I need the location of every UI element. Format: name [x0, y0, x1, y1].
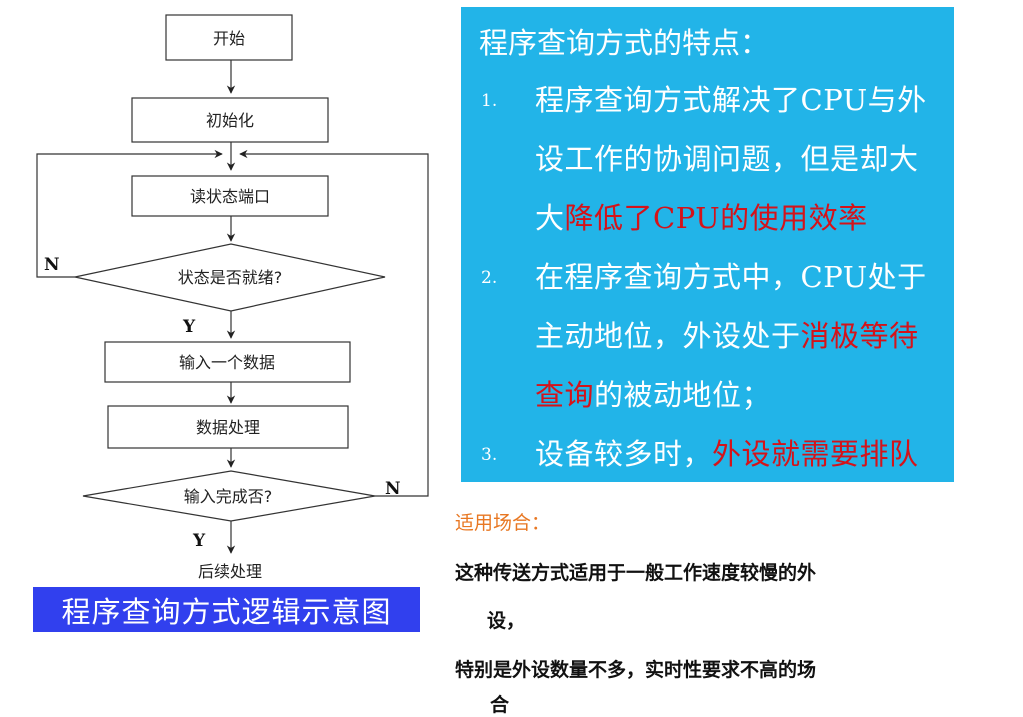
input-data-box	[104, 341, 351, 383]
highlight-text: 外设就需要排队	[712, 437, 919, 471]
init-box	[131, 97, 329, 143]
input-data-label: 输入一个数据	[179, 353, 275, 372]
item-line: 查询的被动地位；	[535, 366, 954, 425]
item-line: 主动地位，外设处于消极等待	[535, 307, 954, 366]
item-number: 1.	[481, 91, 498, 111]
highlight-text: 消极等待	[800, 319, 919, 353]
usage-line-4: 合	[490, 694, 510, 716]
item-text: 大	[535, 201, 565, 235]
start-box	[165, 14, 293, 61]
feature-item-3: 3. 设备较多时，外设就需要排队	[461, 425, 954, 484]
no-label-left: N	[44, 255, 60, 275]
read-port-box	[131, 175, 329, 217]
read-port-label: 读状态端口	[190, 187, 270, 206]
item-line: 程序查询方式解决了CPU与外	[535, 83, 927, 117]
diagram-caption: 程序查询方式逻辑示意图	[33, 587, 420, 632]
item-text: 主动地位，外设处于	[535, 319, 801, 353]
after-label: 后续处理	[198, 562, 262, 581]
flowchart: 开始 初始化 读状态端口 状态是否就绪? 输入一个数据 数据处理 输入完成否? …	[36, 14, 429, 581]
ready-check-diamond	[74, 243, 386, 312]
usage-line-2: 设，	[487, 610, 526, 632]
yes-label-1: Y	[182, 317, 196, 337]
item-line: 在程序查询方式中，CPU处于	[535, 260, 927, 294]
start-label: 开始	[213, 29, 245, 48]
ready-check-label: 状态是否就绪?	[178, 268, 283, 287]
item-number: 2.	[481, 268, 498, 288]
item-line: 大降低了CPU的使用效率	[535, 189, 954, 248]
init-label: 初始化	[206, 111, 254, 130]
no-label-right: N	[385, 479, 401, 499]
highlight-text: 降低了CPU的使用效率	[564, 201, 868, 235]
panel-title: 程序查询方式的特点：	[479, 26, 770, 60]
process-label: 数据处理	[196, 418, 260, 437]
item-text: 的被动地位；	[594, 378, 772, 412]
item-line: 设备较多时，外设就需要排队	[535, 425, 954, 484]
features-panel: 程序查询方式的特点： 1. 程序查询方式解决了CPU与外 设工作的协调问题，但是…	[461, 7, 954, 482]
usage-line-1: 这种传送方式适用于一般工作速度较慢的外	[455, 562, 817, 584]
usage-title: 适用场合：	[455, 512, 551, 534]
done-check-label: 输入完成否?	[184, 487, 273, 506]
item-number: 3.	[481, 445, 498, 465]
item-line: 设工作的协调问题，但是却大	[535, 142, 919, 176]
feature-item-1: 1. 程序查询方式解决了CPU与外 设工作的协调问题，但是却大 大降低了CPU的…	[461, 71, 954, 248]
highlight-text: 查询	[535, 378, 595, 412]
yes-label-2: Y	[192, 531, 206, 551]
item-text: 设备较多时，	[535, 437, 713, 471]
feature-item-2: 2. 在程序查询方式中，CPU处于 主动地位，外设处于消极等待 查询的被动地位；	[461, 248, 954, 425]
process-box	[107, 405, 349, 449]
usage-line-3: 特别是外设数量不多，实时性要求不高的场	[455, 659, 817, 681]
